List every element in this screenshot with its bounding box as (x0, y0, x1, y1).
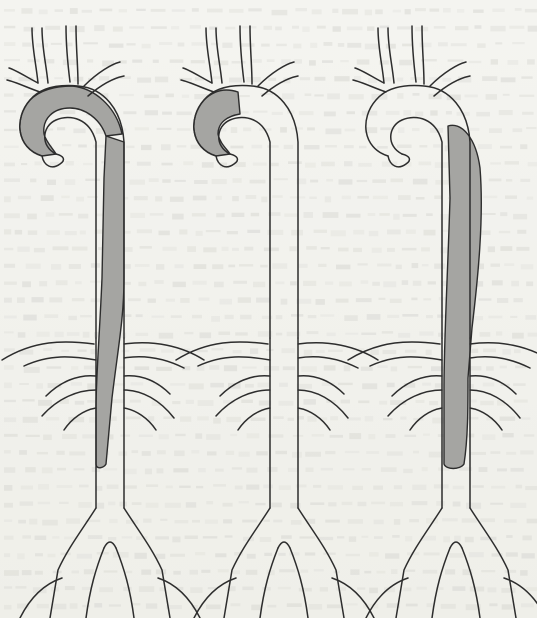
false-lumen-descending (444, 125, 481, 468)
false-lumen-descending (96, 136, 124, 468)
panel-ascending-only-dissection (176, 26, 378, 618)
panel-descending-only-dissection (348, 26, 537, 618)
panel-ascending-and-descending-dissection (2, 26, 204, 618)
